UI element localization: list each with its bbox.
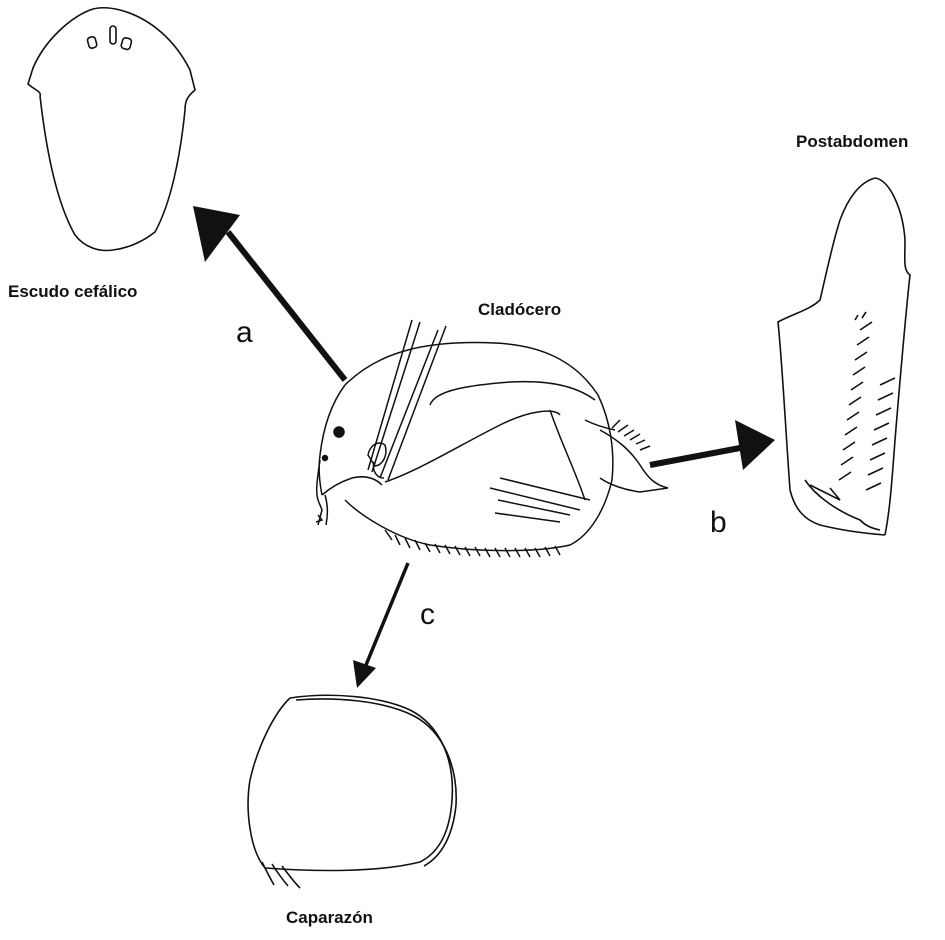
carapace-drawing xyxy=(248,695,456,888)
postabdomen-label: Postabdomen xyxy=(796,132,908,152)
postabdomen-drawing xyxy=(778,178,910,535)
arrow-c-label: c xyxy=(420,598,435,632)
head-shield-drawing xyxy=(28,8,195,251)
arrow-b xyxy=(650,420,775,470)
arrow-b-label: b xyxy=(710,506,727,540)
arrow-c xyxy=(353,563,408,688)
cladoceran-drawing xyxy=(316,320,668,557)
arrow-a xyxy=(193,206,345,380)
cladoceran-eye xyxy=(334,427,344,437)
head-shield-label: Escudo cefálico xyxy=(8,282,137,302)
arrow-a-label: a xyxy=(236,316,253,350)
carapace-label: Caparazón xyxy=(286,908,373,928)
cladoceran-label: Cladócero xyxy=(478,300,561,320)
